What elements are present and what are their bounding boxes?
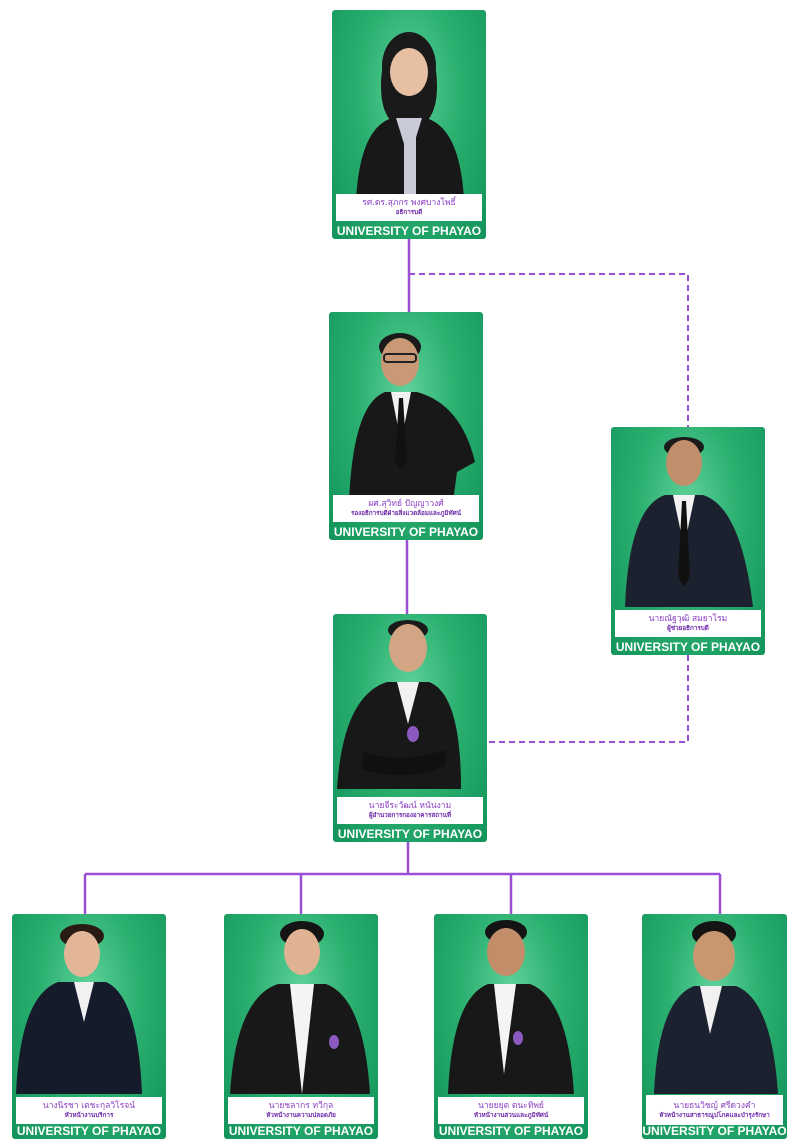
portrait-photo xyxy=(625,437,753,607)
name-plate: นายชลากร ทวีกุล หัวหน้างานความปลอดภัย xyxy=(228,1097,374,1124)
university-banner: UNIVERSITY OF PHAYAO xyxy=(228,1124,374,1138)
person-name: นางนิรชา เตชะกุลวิโรจน์ xyxy=(42,1101,136,1111)
portrait-photo xyxy=(230,921,370,1094)
person-name: นายธนวิชญ์ ศรีดวงคำ xyxy=(673,1100,756,1111)
person-name: นายณัฐวุฒิ สมยาโรม xyxy=(648,614,728,624)
name-plate: รศ.ดร.สุภกร พงศบางโพธิ์ อธิการบดี xyxy=(336,194,482,221)
portrait-photo xyxy=(654,921,778,1094)
card-assistant-president[interactable]: นายณัฐวุฒิ สมยาโรม ผู้ช่วยอธิการบดี UNIV… xyxy=(611,427,765,655)
name-plate: นายจีระวัฒน์ หนันงาม ผู้อำนวยการกองอาคาร… xyxy=(337,797,483,824)
portrait-photo xyxy=(337,620,461,789)
portrait-photo xyxy=(349,333,475,502)
portrait-photo xyxy=(16,924,142,1094)
person-position: รองอธิการบดีฝ่ายสิ่งแวดล้อมและภูมิทัศน์ xyxy=(350,510,462,517)
connector-assistant-dashed-top xyxy=(409,273,689,427)
person-name: ผศ.สุวิทย์ ปัญญาวงศ์ xyxy=(368,499,444,509)
person-position: ผู้อำนวยการกองอาคารสถานที่ xyxy=(368,812,452,819)
card-president[interactable]: รศ.ดร.สุภกร พงศบางโพธิ์ อธิการบดี UNIVER… xyxy=(332,10,486,239)
university-banner: UNIVERSITY OF PHAYAO xyxy=(333,525,479,539)
person-position: หัวหน้างานความปลอดภัย xyxy=(266,1112,336,1119)
card-vice-president[interactable]: ผศ.สุวิทย์ ปัญญาวงศ์ รองอธิการบดีฝ่ายสิ่… xyxy=(329,312,483,540)
university-banner: UNIVERSITY OF PHAYAO xyxy=(615,640,761,654)
name-plate: นายณัฐวุฒิ สมยาโรม ผู้ช่วยอธิการบดี xyxy=(615,610,761,637)
name-plate: นายยยุต ตนะทิพย์ หัวหน้างานสวนและภูมิทัศ… xyxy=(438,1097,584,1124)
card-head-landscape[interactable]: นายยยุต ตนะทิพย์ หัวหน้างานสวนและภูมิทัศ… xyxy=(434,914,588,1139)
portrait-photo xyxy=(448,920,574,1094)
person-position: หัวหน้างานบริการ xyxy=(64,1112,114,1119)
card-head-utilities[interactable]: นายธนวิชญ์ ศรีดวงคำ หัวหน้างานสาธารณูปโภ… xyxy=(642,914,787,1139)
university-banner: UNIVERSITY OF PHAYAO xyxy=(336,224,482,238)
person-name: นายยยุต ตนะทิพย์ xyxy=(478,1101,544,1111)
name-plate: นายธนวิชญ์ ศรีดวงคำ หัวหน้างานสาธารณูปโภ… xyxy=(646,1095,783,1125)
person-name: นายจีระวัฒน์ หนันงาม xyxy=(368,801,452,811)
university-banner: UNIVERSITY OF PHAYAO xyxy=(438,1124,584,1138)
university-banner: UNIVERSITY OF PHAYAO xyxy=(642,1124,787,1138)
person-position: หัวหน้างานสาธารณูปโภคและบำรุงรักษา xyxy=(659,1111,770,1119)
connector-assistant-dashed-bottom xyxy=(488,655,689,743)
name-plate: นางนิรชา เตชะกุลวิโรจน์ หัวหน้างานบริการ xyxy=(16,1097,162,1124)
card-director[interactable]: นายจีระวัฒน์ หนันงาม ผู้อำนวยการกองอาคาร… xyxy=(333,614,487,842)
person-name: นายชลากร ทวีกุล xyxy=(268,1101,334,1111)
person-position: อธิการบดี xyxy=(395,209,423,216)
card-head-safety[interactable]: นายชลากร ทวีกุล หัวหน้างานความปลอดภัย UN… xyxy=(224,914,378,1139)
card-head-admin[interactable]: นางนิรชา เตชะกุลวิโรจน์ หัวหน้างานบริการ… xyxy=(12,914,166,1139)
university-banner: UNIVERSITY OF PHAYAO xyxy=(337,827,483,841)
person-position: หัวหน้างานสวนและภูมิทัศน์ xyxy=(473,1112,549,1119)
person-name: รศ.ดร.สุภกร พงศบางโพธิ์ xyxy=(362,198,456,208)
name-plate: ผศ.สุวิทย์ ปัญญาวงศ์ รองอธิการบดีฝ่ายสิ่… xyxy=(333,495,479,522)
person-position: ผู้ช่วยอธิการบดี xyxy=(667,625,709,632)
portrait-photo xyxy=(356,32,464,200)
university-banner: UNIVERSITY OF PHAYAO xyxy=(16,1124,162,1138)
